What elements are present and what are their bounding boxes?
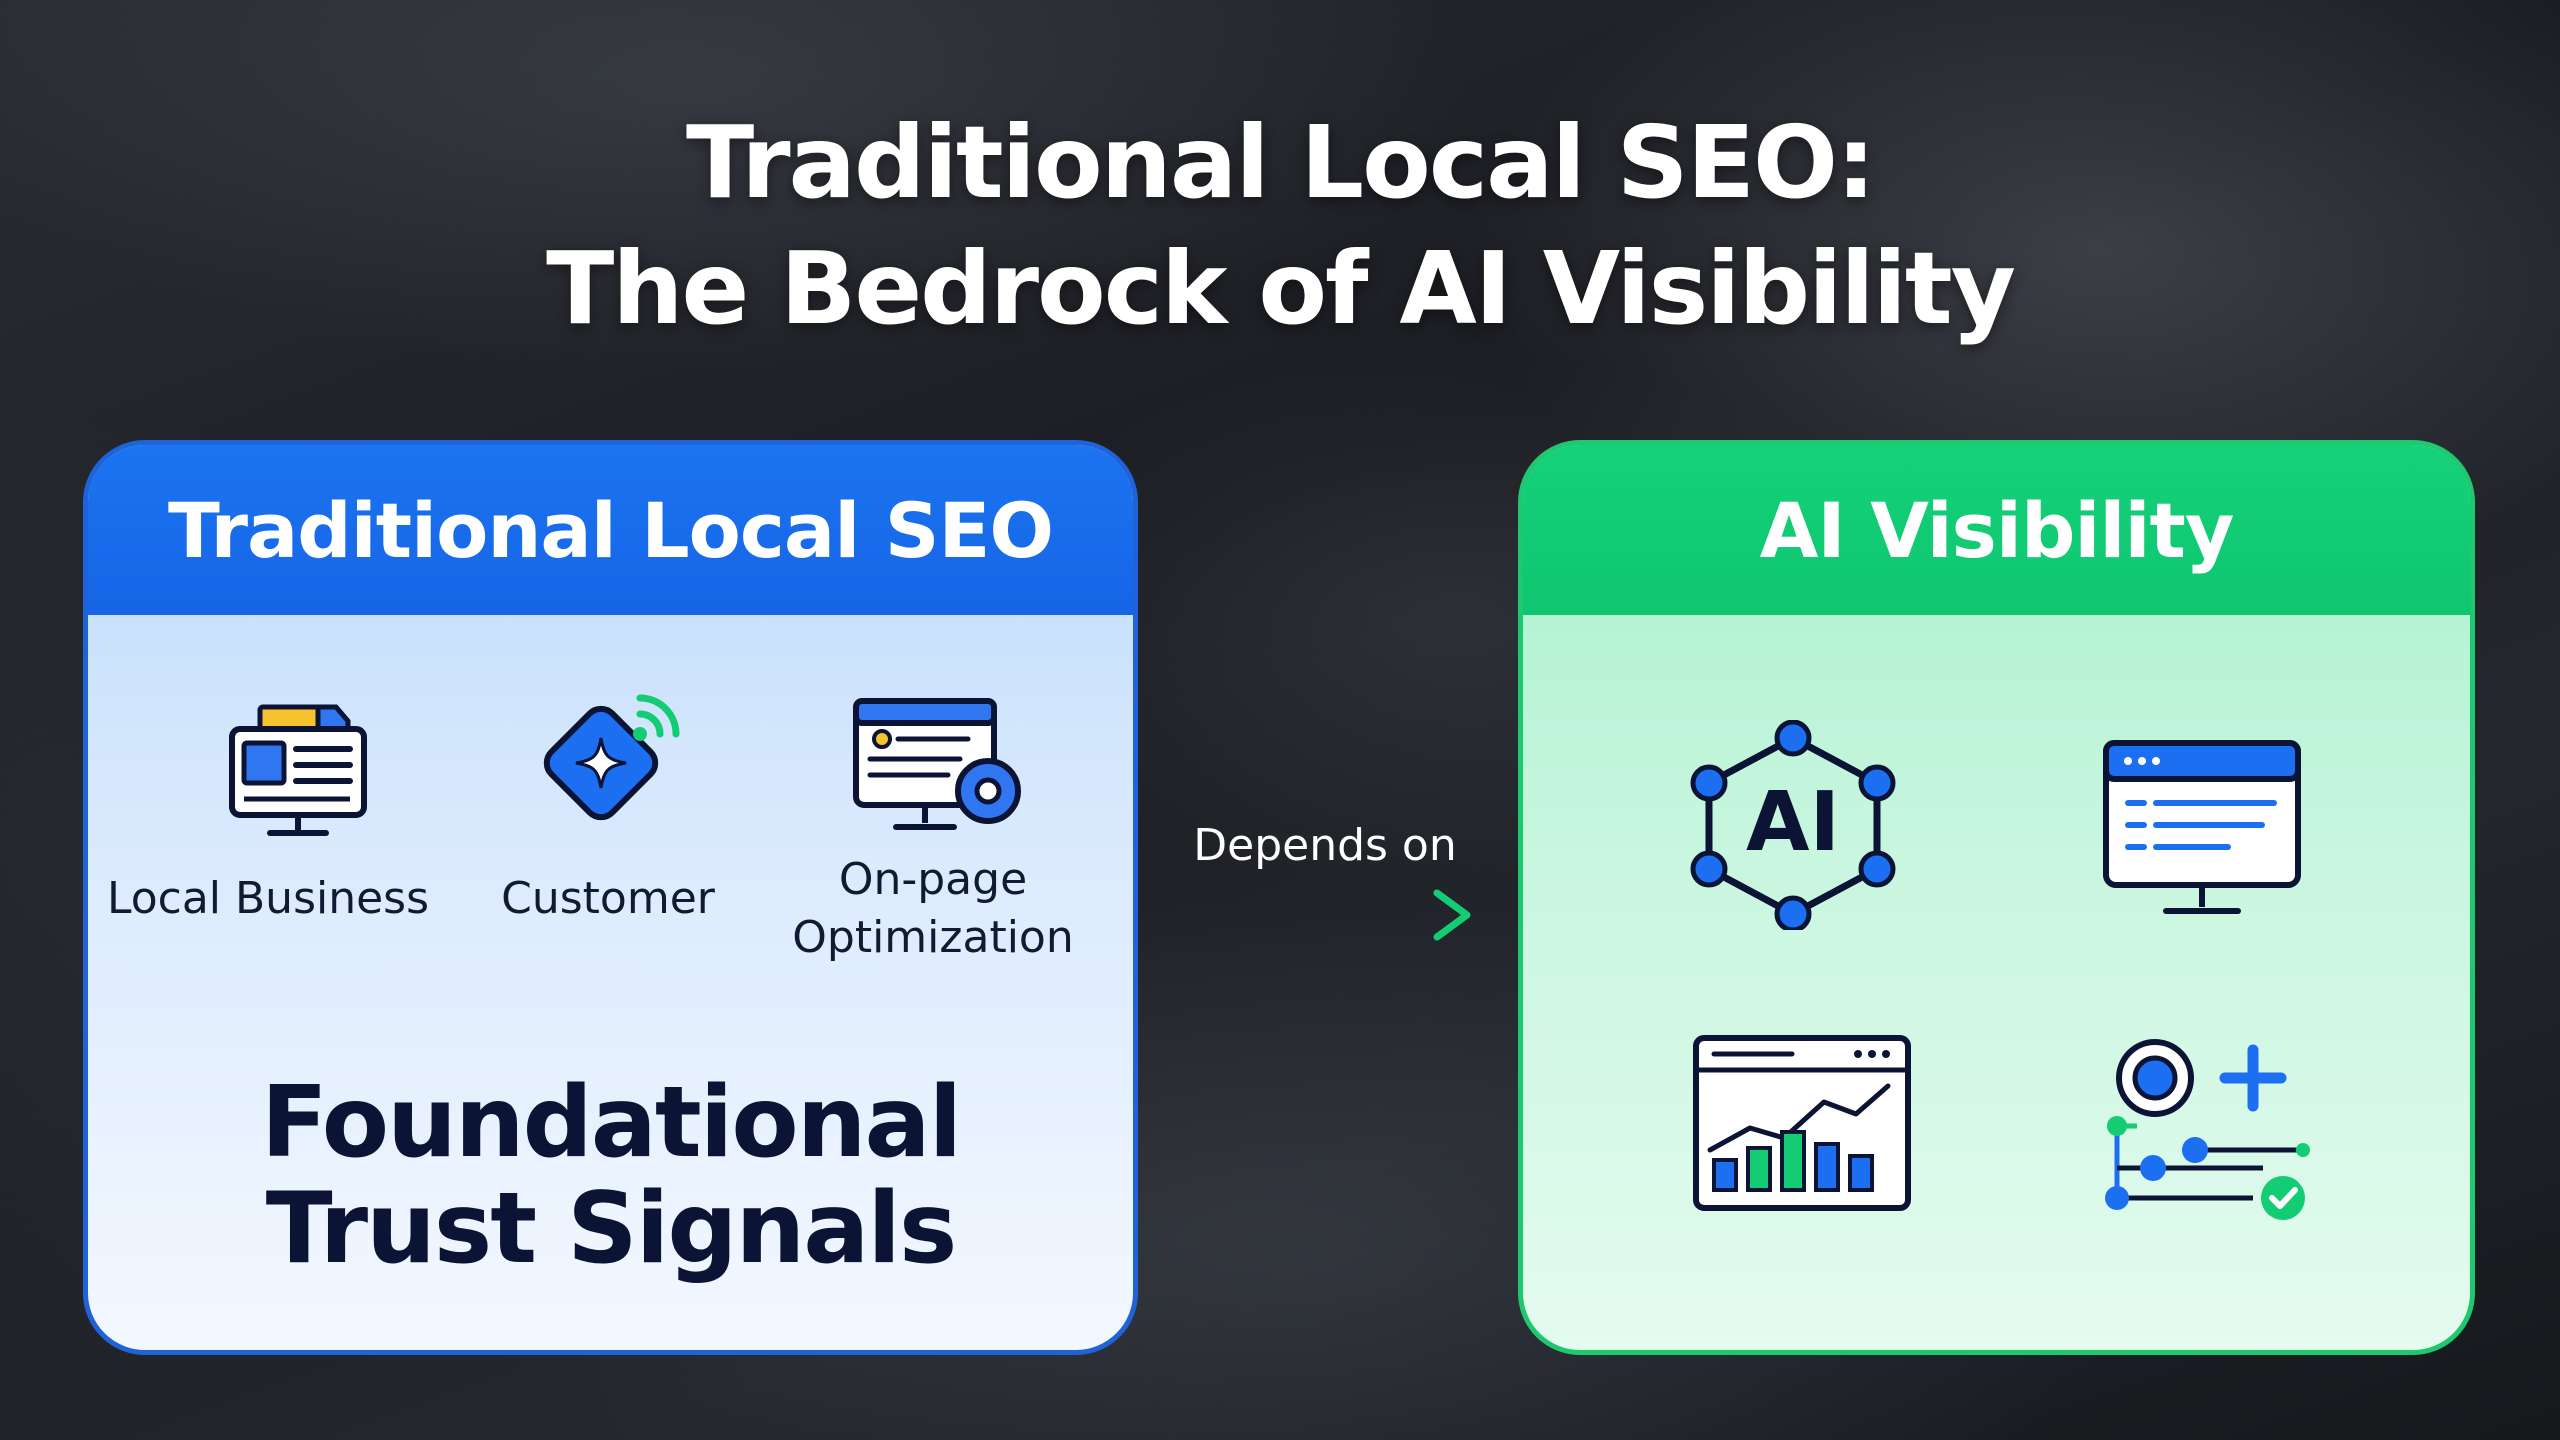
location-add-check-icon [2105, 1039, 2310, 1220]
on-page-optimization-label: On-page Optimization [758, 851, 1108, 967]
page-title-line-1: Traditional Local SEO: [685, 104, 1876, 221]
depends-on-label: Depends on [1193, 820, 1457, 871]
ai-visibility-card: AI Visibility AI [1518, 440, 2475, 1355]
on-page-label-line-2: Optimization [792, 912, 1074, 963]
page-title-line-2: The Bedrock of AI Visibility [546, 230, 2016, 347]
traditional-local-seo-card: Traditional Local SEO Local Business Cus… [83, 440, 1138, 1355]
analytics-chart-icon [1693, 1035, 1911, 1211]
ai-visibility-heading: AI Visibility [1523, 445, 2470, 615]
local-business-icon [229, 704, 367, 836]
local-business-label: Local Business [106, 873, 430, 924]
foundational-trust-signals: Foundational Trust Signals [88, 1070, 1133, 1282]
foundation-line-2: Trust Signals [265, 1172, 958, 1286]
on-page-label-line-1: On-page [838, 854, 1028, 905]
depends-on-arrow [1175, 889, 1471, 941]
traditional-local-seo-heading: Traditional Local SEO [88, 445, 1133, 615]
customer-icon [543, 694, 680, 821]
web-content-monitor-icon [2103, 740, 2301, 914]
on-page-optimization-icon [853, 698, 1021, 830]
foundation-line-1: Foundational [260, 1066, 962, 1180]
page-title: Traditional Local SEO: The Bedrock of AI… [0, 100, 2560, 352]
ai-network-icon: AI [1690, 720, 1896, 930]
customer-label: Customer [501, 873, 715, 924]
ai-network-text: AI [1746, 775, 1840, 870]
